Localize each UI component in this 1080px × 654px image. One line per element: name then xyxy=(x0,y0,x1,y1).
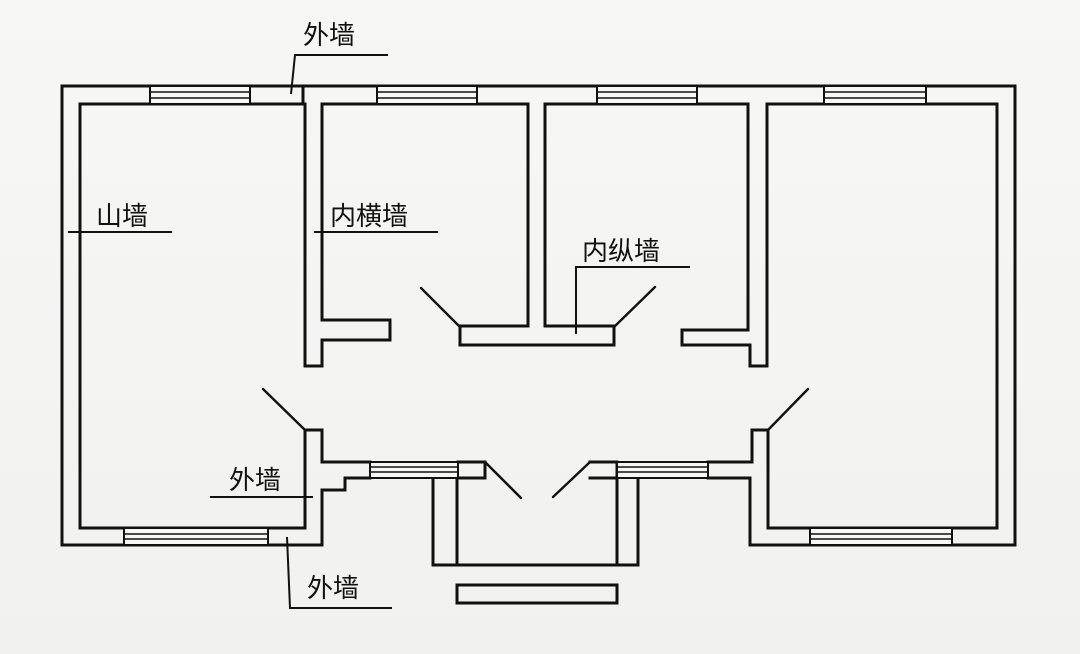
window-entrance-left xyxy=(369,461,459,479)
window-bottom-left xyxy=(123,527,269,546)
window-bottom-right xyxy=(809,527,953,546)
label-inner-longitudinal-wall: 内纵墙 xyxy=(582,237,660,267)
door-left-room xyxy=(261,387,307,432)
leader-outer-wall-bottom xyxy=(286,536,392,609)
labels: 外墙 山墙 内横墙 内纵墙 外墙 外墙 xyxy=(96,21,660,604)
label-outer-wall-bottom: 外墙 xyxy=(307,574,359,604)
inner-face-bottom-left xyxy=(78,428,372,530)
leader-inner-longitudinal-wall xyxy=(575,266,690,334)
label-gable-wall: 山墙 xyxy=(96,202,148,232)
window-top-3 xyxy=(596,85,698,105)
entrance-wall-stubs xyxy=(456,460,619,480)
windows xyxy=(123,85,953,546)
leader-lines xyxy=(68,54,690,609)
label-outer-wall-mid: 外墙 xyxy=(229,466,281,496)
window-top-1 xyxy=(149,85,251,105)
label-inner-cross-wall: 内横墙 xyxy=(330,202,408,232)
doors xyxy=(261,285,810,500)
inner-face-right-block xyxy=(706,102,999,530)
door-room-2 xyxy=(419,286,462,329)
window-top-4 xyxy=(823,85,927,105)
window-entrance-right xyxy=(616,461,709,479)
inner-face-top xyxy=(148,102,392,368)
leader-outer-wall-top xyxy=(290,54,388,95)
outer-walls xyxy=(60,84,1017,605)
inner-cross-wall-right xyxy=(680,102,769,368)
door-room-3 xyxy=(612,285,657,329)
entrance-porch-inner xyxy=(455,476,619,567)
label-outer-wall-top: 外墙 xyxy=(303,21,355,51)
inner-face-room-2 xyxy=(320,102,750,347)
inner-face-left-block xyxy=(78,102,152,530)
window-top-2 xyxy=(376,85,478,105)
door-entrance-left xyxy=(483,460,523,500)
door-entrance-right xyxy=(551,460,592,499)
entrance-porch-outer xyxy=(431,476,640,567)
outer-wall-bottom-left xyxy=(60,476,372,547)
entrance-step xyxy=(455,583,619,605)
door-right-room xyxy=(766,387,810,432)
